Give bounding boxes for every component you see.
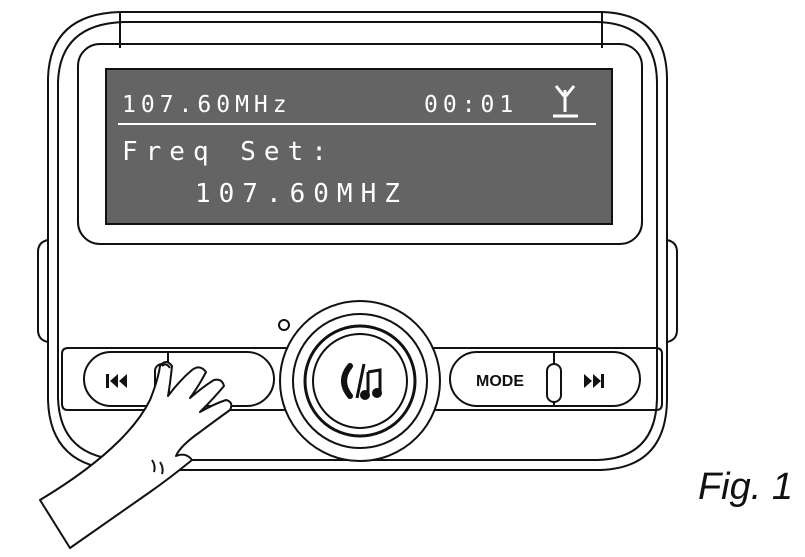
- menu-title: Freq Set:: [122, 137, 335, 167]
- next-track-button[interactable]: [558, 354, 638, 404]
- knob-center: [312, 333, 408, 429]
- button-divider-right: [546, 363, 562, 403]
- device-housing-outer: [47, 11, 668, 471]
- next-track-icon: [584, 374, 604, 388]
- phone-music-icon: [341, 363, 382, 400]
- hand-illustration: [39, 361, 233, 549]
- figure-caption: Fig. 1: [697, 466, 793, 508]
- button-strip-left: [61, 347, 301, 411]
- button-strip-right: [423, 347, 663, 411]
- status-frequency: 107.60MHz: [122, 92, 292, 118]
- play-pause-call-button[interactable]: [314, 335, 406, 427]
- device-housing-inner: [57, 21, 658, 461]
- indicator-light: [278, 319, 290, 331]
- antenna-icon: [553, 85, 578, 118]
- previous-track-button[interactable]: [86, 354, 166, 404]
- lcd-screen: [105, 68, 613, 225]
- previous-track-icon: [106, 374, 127, 388]
- mode-button[interactable]: MODE: [476, 373, 524, 390]
- menu-value: 107.60MHZ: [195, 179, 408, 209]
- next-button-pill: [449, 351, 641, 407]
- knob-ring-inner: [303, 324, 417, 438]
- screen-bezel: [77, 43, 643, 245]
- timer-readout: 00:01: [424, 92, 519, 118]
- knob-ring-middle: [292, 313, 428, 449]
